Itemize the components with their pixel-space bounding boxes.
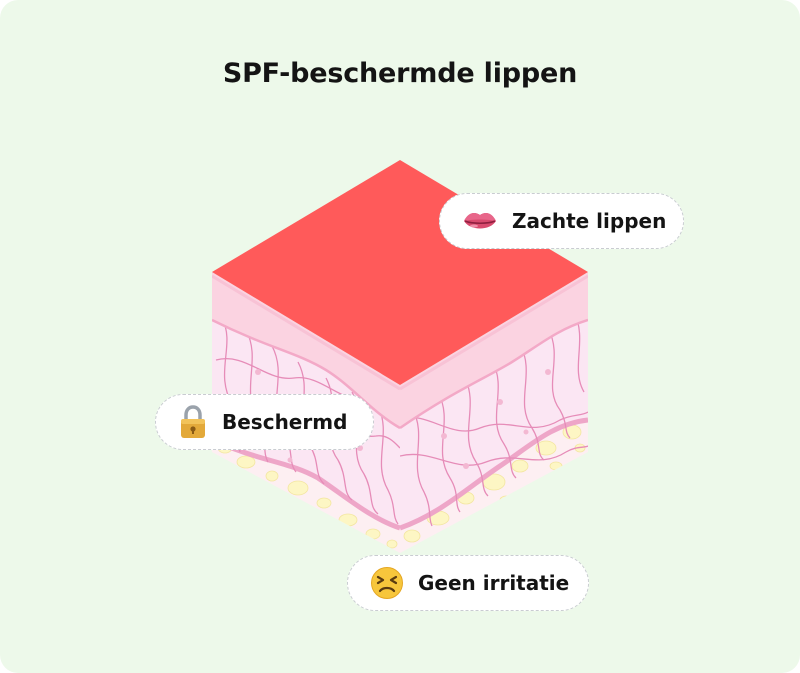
lock-icon [181, 405, 205, 438]
epidermis-left [212, 272, 400, 428]
persevering-face-icon [371, 567, 403, 599]
epidermis-right [400, 272, 588, 428]
diagram-title: SPF-beschermde lippen [222, 58, 578, 89]
label-protected: Beschermd [155, 394, 374, 450]
label-no-irritation: Geen irritatie [347, 555, 589, 611]
label-soft-lips-text: Zachte lippen [512, 209, 667, 233]
label-protected-text: Beschermd [222, 410, 348, 434]
lips-icon [464, 213, 496, 229]
label-no-irritation-text: Geen irritatie [418, 571, 570, 595]
label-soft-lips: Zachte lippen [439, 193, 684, 249]
